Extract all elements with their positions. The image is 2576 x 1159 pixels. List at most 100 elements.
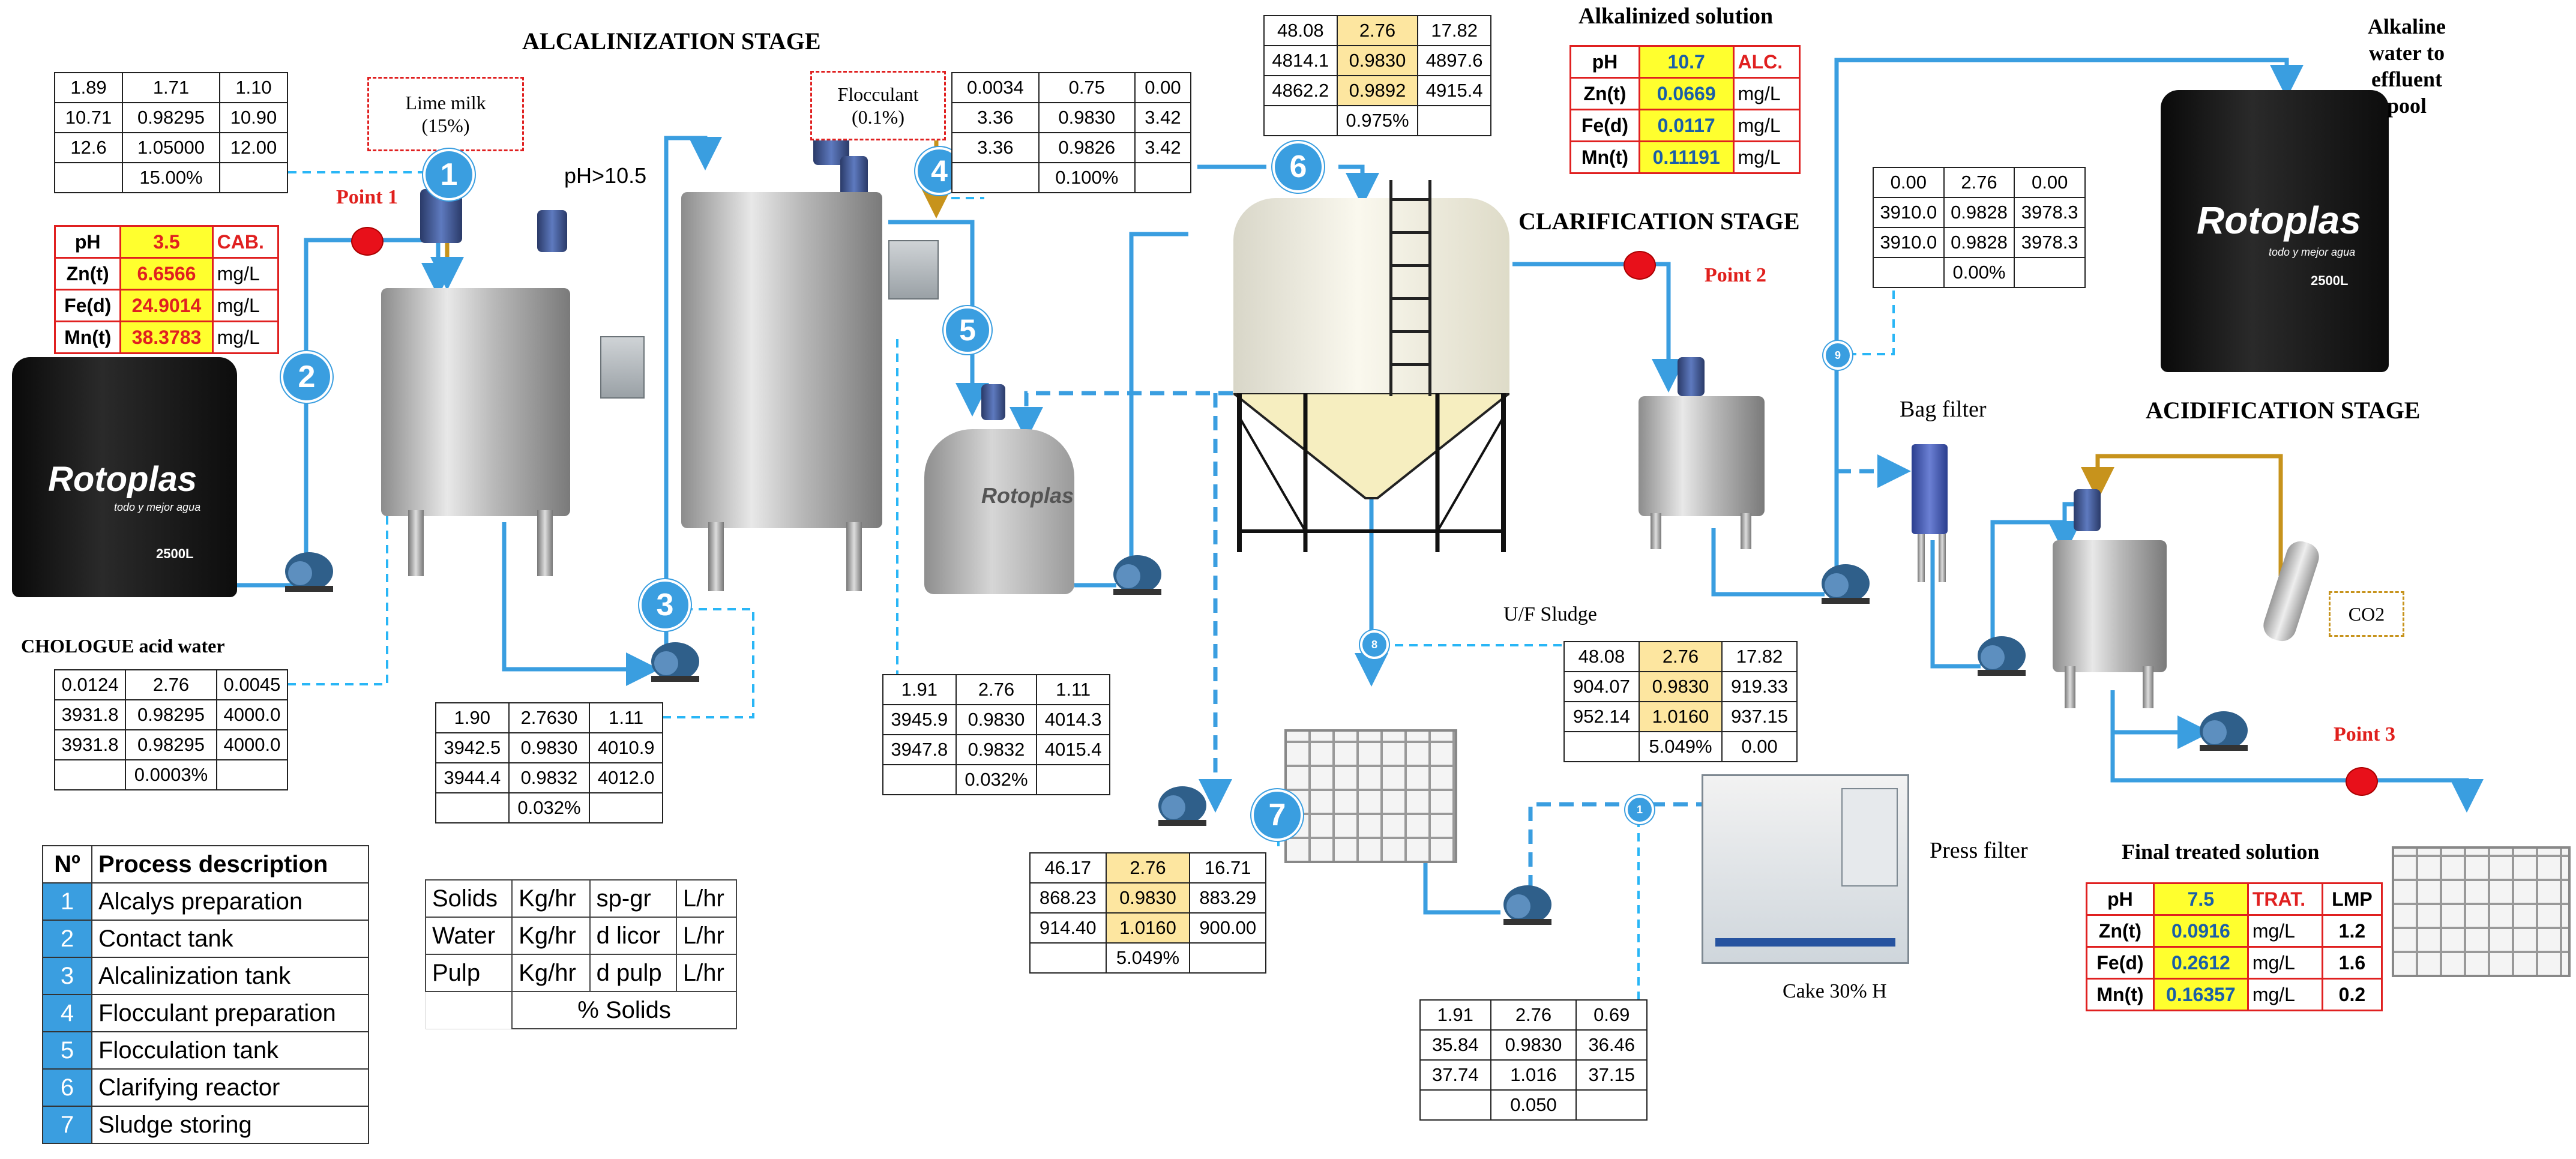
- legend-cell: L/hr: [675, 954, 738, 992]
- balance-cell: 0.98295: [125, 699, 217, 730]
- legend-cell: sp-gr: [589, 879, 677, 918]
- tank-leg: [1741, 513, 1751, 549]
- balance-cell: 35.84: [1419, 1029, 1491, 1061]
- balance-cell: 2.76: [1490, 999, 1577, 1031]
- balance-row: 0.00%: [1873, 257, 2086, 288]
- balance-cell: 0.050: [1490, 1089, 1577, 1121]
- balance-cell: 46.17: [1029, 852, 1107, 884]
- lime-milk-label: Lime milk: [405, 92, 486, 113]
- pipe-clar-to-tank2: [1512, 262, 1685, 393]
- contact-tank-motor2-icon: [537, 210, 567, 252]
- pump-3-icon: [651, 642, 699, 682]
- lime-milk-box: Lime milk (15%): [367, 77, 524, 151]
- rotoplas-logo-subtext: todo y mejor agua: [114, 501, 201, 513]
- balance-cell: 0.00: [1134, 72, 1192, 103]
- balance-cell: [1575, 1089, 1648, 1121]
- alk-tank-motor2-icon: [840, 156, 868, 198]
- balance-cell: 3978.3: [2014, 197, 2086, 228]
- process-number: 2: [42, 920, 92, 958]
- balance-cell: 4814.1: [1263, 45, 1338, 76]
- balance-cell: [218, 162, 289, 193]
- balance-cell: 4015.4: [1036, 734, 1110, 765]
- legend-cell: L/hr: [675, 917, 738, 955]
- balance-cell: 3947.8: [882, 734, 957, 765]
- quality-value: 3.5: [119, 225, 214, 259]
- uf-sludge-label: U/F Sludge: [1503, 603, 1597, 625]
- quality-key: Zn(t): [1569, 77, 1640, 110]
- balance-cell: [882, 764, 957, 795]
- marker-8: 8: [1360, 630, 1389, 659]
- balance-cell: 900.00: [1189, 912, 1266, 944]
- marker-3: 3: [639, 579, 691, 631]
- quality-limit: LMP: [2321, 882, 2383, 916]
- balance-cell: 0.9830: [1490, 1029, 1577, 1061]
- point2-marker: [1624, 251, 1656, 280]
- alkaline-label-line: pool: [2386, 94, 2427, 118]
- quality-value: 0.16357: [2152, 978, 2249, 1011]
- press-filter-base: [1715, 938, 1895, 947]
- balance-cell: 1.89: [54, 72, 123, 103]
- ph-condition-label: pH>10.5: [564, 163, 647, 188]
- balance-cell: 1.11: [1036, 674, 1110, 705]
- balance-cell: [2014, 257, 2086, 288]
- balance-cell: 0.00: [1873, 167, 1945, 198]
- pipe-pump-to-clar: [1129, 232, 1188, 570]
- balance-cell: 0.9830: [1105, 882, 1191, 914]
- alkaline-label-line: effluent: [2371, 67, 2442, 91]
- quality-unit: mg/L: [211, 321, 280, 354]
- legend-cell: [425, 991, 513, 1029]
- balance-cell: 0.9830: [508, 732, 591, 763]
- quality-key: pH: [2086, 882, 2155, 916]
- point1-marker: [351, 227, 384, 256]
- balance-cell: 0.0034: [951, 72, 1040, 103]
- pipe-pump3-to-alk: [664, 136, 722, 654]
- flocculant-label: Flocculant: [837, 83, 919, 105]
- alkaline-water-label: Alkaline water to effluent pool: [2356, 13, 2458, 119]
- alk-tank-control-panel: [888, 240, 939, 300]
- balance-cell: 4012.0: [589, 762, 663, 793]
- acid-water-label: CHOLOGUE acid water: [21, 635, 225, 657]
- stage-title-alcalinization: ALCALINIZATION STAGE: [522, 28, 821, 55]
- final-solution-title: Final treated solution: [2122, 840, 2320, 864]
- balance-cell: 0.032%: [955, 764, 1038, 795]
- balance-cell: 0.9830: [1336, 45, 1419, 76]
- final-ibc: [2392, 846, 2571, 977]
- balance-cell: 3944.4: [435, 762, 510, 793]
- balance-cell: 4010.9: [589, 732, 663, 763]
- process-number: 5: [42, 1031, 92, 1070]
- flocculant-percent: (0.1%): [852, 106, 904, 128]
- balance-cell: [951, 162, 1040, 193]
- balance-row: 0.0003%: [53, 759, 289, 790]
- marker-9: 9: [1823, 341, 1852, 370]
- balance-cell: 5.049%: [1638, 731, 1723, 762]
- process-description: Sludge storing: [91, 1106, 369, 1144]
- balance-cell: 15.00%: [122, 162, 220, 193]
- quality-unit: mg/L: [1732, 109, 1801, 142]
- balance-cell: [1873, 257, 1945, 288]
- balance-cell: [1029, 942, 1107, 974]
- floc-tank-logo-text: Rotoplas: [981, 483, 1074, 508]
- process-description: Flocculation tank: [91, 1031, 369, 1070]
- press-filter-label: Press filter: [1930, 838, 2028, 863]
- tank-capacity: 2500L: [156, 546, 194, 561]
- balance-cell: 883.29: [1189, 882, 1266, 914]
- alcalinization-tank: [681, 192, 882, 528]
- balance-cell: 0.9826: [1038, 132, 1136, 163]
- quality-unit: CAB.: [211, 225, 280, 259]
- point3-marker: [2346, 767, 2378, 796]
